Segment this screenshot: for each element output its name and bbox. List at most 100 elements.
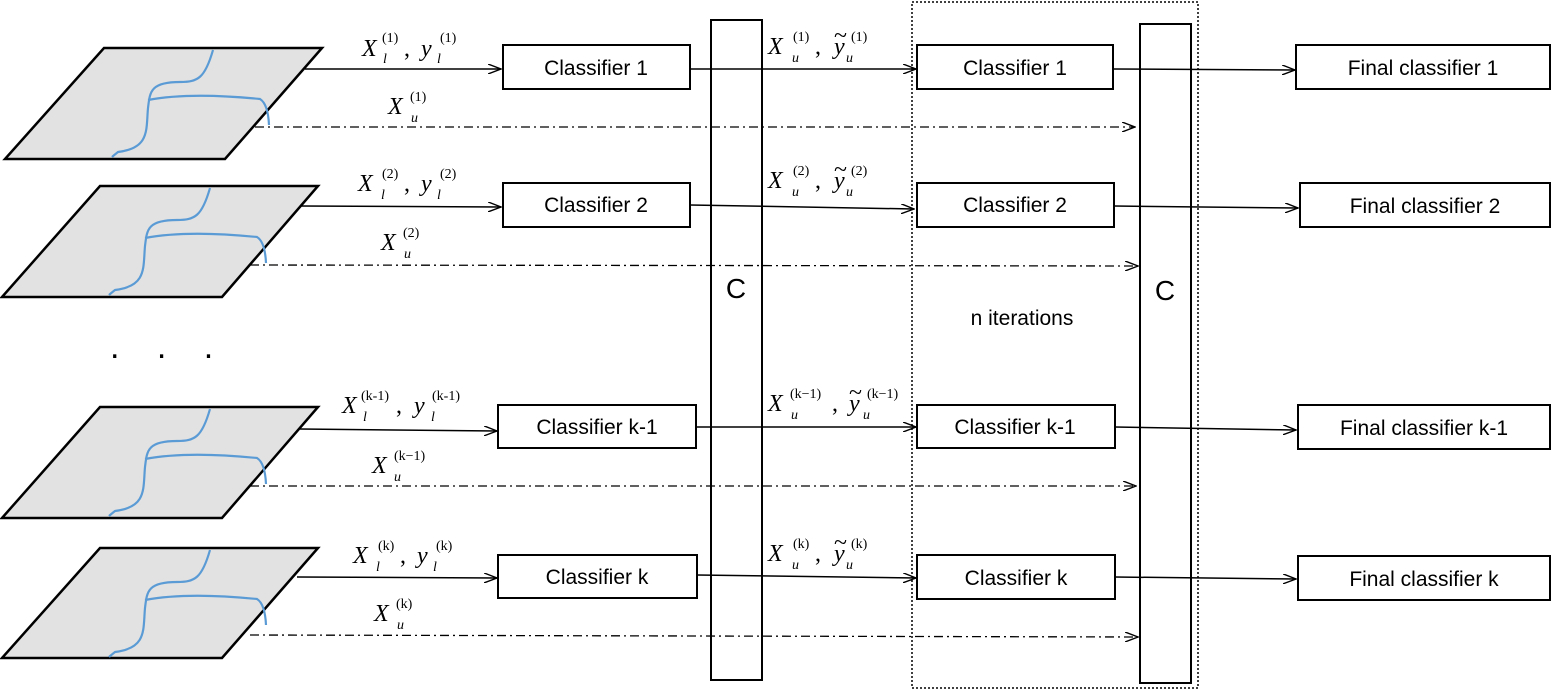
svg-text:(k): (k) <box>793 537 810 552</box>
svg-text:(2): (2) <box>851 164 868 179</box>
svg-text:(1): (1) <box>440 31 457 46</box>
arrow-unlabeled-k <box>249 635 1138 637</box>
svg-text:l: l <box>433 560 437 575</box>
svg-text:(2): (2) <box>403 226 420 241</box>
arrow-pseudo-2 <box>689 205 914 209</box>
label-labeled-data-2: X (2) l , y (2) l <box>357 167 457 203</box>
svg-text:y: y <box>412 393 425 419</box>
arrow-labeled-k <box>296 577 497 578</box>
svg-text:~: ~ <box>834 530 847 556</box>
svg-text:u: u <box>791 408 798 423</box>
final-classifier-1-label: Final classifier 1 <box>1348 57 1499 80</box>
svg-text:,: , <box>832 391 838 417</box>
svg-text:y: y <box>832 168 845 194</box>
arrow-final-2 <box>1113 206 1298 208</box>
svg-text:(1): (1) <box>410 90 427 105</box>
svg-text:X: X <box>767 391 784 417</box>
classifier-k: Classifier k <box>497 554 698 599</box>
svg-text:X: X <box>380 230 397 256</box>
svg-text:u: u <box>792 51 799 66</box>
data-plane-1 <box>2 46 325 161</box>
arrow-unlabeled-2 <box>249 265 1138 266</box>
svg-text:(k): (k) <box>436 539 453 554</box>
svg-text:(1): (1) <box>851 30 868 45</box>
mid-classifier-k: Classifier k <box>916 554 1116 600</box>
svg-text:l: l <box>363 410 367 425</box>
svg-text:(k): (k) <box>396 597 413 612</box>
svg-text:u: u <box>404 247 411 262</box>
svg-text:~: ~ <box>834 23 847 49</box>
svg-text:(1): (1) <box>793 30 810 45</box>
svg-text:(k−1): (k−1) <box>790 387 822 402</box>
svg-text:(2): (2) <box>382 167 399 182</box>
label-labeled-data-k-1: X (k-1) l , y (k-1) l <box>341 389 460 425</box>
data-plane-k <box>0 546 321 660</box>
final-classifier-k-1-label: Final classifier k-1 <box>1340 417 1508 440</box>
mid-classifier-k-1: Classifier k-1 <box>916 404 1116 449</box>
combiner-2-label: C <box>1155 275 1175 306</box>
iteration-region <box>911 1 1199 689</box>
svg-text:X: X <box>767 168 784 194</box>
svg-text:X: X <box>373 601 390 627</box>
svg-text:X: X <box>352 543 369 569</box>
svg-text:~: ~ <box>849 380 862 406</box>
svg-text:u: u <box>863 408 870 423</box>
final-classifier-k-1: Final classifier k-1 <box>1297 404 1551 450</box>
svg-text:X: X <box>767 34 784 60</box>
mid-classifier-1-label: Classifier 1 <box>963 57 1067 80</box>
svg-text:(2): (2) <box>440 167 457 182</box>
svg-text:,: , <box>400 543 406 569</box>
svg-text:,: , <box>815 34 821 60</box>
svg-text:,: , <box>404 171 410 197</box>
svg-text:X: X <box>357 171 374 197</box>
final-classifier-k: Final classifier k <box>1297 555 1551 601</box>
svg-text:u: u <box>411 111 418 126</box>
svg-text:~: ~ <box>834 157 847 183</box>
svg-text:X: X <box>371 453 388 479</box>
svg-text:l: l <box>376 560 380 575</box>
svg-text:l: l <box>437 188 441 203</box>
svg-text:X: X <box>341 393 358 419</box>
svg-text:(k−1): (k−1) <box>867 387 899 402</box>
arrow-pseudo-k <box>696 575 916 578</box>
svg-text:(k−1): (k−1) <box>394 449 426 464</box>
svg-text:l: l <box>383 52 387 67</box>
svg-text:X: X <box>767 541 784 567</box>
label-pseudo-data-2: X (2) u , ~ y (2) u <box>767 157 868 200</box>
svg-text:y: y <box>832 541 845 567</box>
svg-text:(2): (2) <box>793 164 810 179</box>
mid-classifier-2-label: Classifier 2 <box>963 194 1067 217</box>
svg-text:y: y <box>847 391 860 417</box>
mid-classifier-k-1-label: Classifier k-1 <box>954 416 1075 439</box>
label-unlabeled-data-1: X (1) u <box>387 90 427 126</box>
classifier-2: Classifier 2 <box>502 182 691 228</box>
final-classifier-k-label: Final classifier k <box>1349 568 1499 591</box>
label-pseudo-data-k: X (k) u , ~ y (k) u <box>767 530 868 573</box>
label-unlabeled-data-k-1: X (k−1) u <box>371 449 426 485</box>
svg-text:u: u <box>397 618 404 633</box>
svg-text:u: u <box>792 185 799 200</box>
label-pseudo-data-1: X (1) u , ~ y (1) u <box>767 23 868 66</box>
final-classifier-2-label: Final classifier 2 <box>1350 195 1501 218</box>
final-classifier-1: Final classifier 1 <box>1295 44 1551 90</box>
svg-text:(1): (1) <box>382 31 399 46</box>
classifier-1: Classifier 1 <box>502 44 691 90</box>
arrow-labeled-k-1 <box>299 429 497 431</box>
iterations-label: n iterations <box>971 307 1074 330</box>
data-plane-2 <box>0 184 321 299</box>
svg-text:X: X <box>387 94 404 120</box>
classifier-k-1-label: Classifier k-1 <box>536 416 657 439</box>
svg-text:(k): (k) <box>378 539 395 554</box>
arrow-labeled-2 <box>299 206 501 207</box>
mid-classifier-k-label: Classifier k <box>965 567 1068 590</box>
svg-text:y: y <box>832 34 845 60</box>
svg-text:y: y <box>419 36 432 62</box>
arrow-final-k <box>1114 577 1296 579</box>
svg-text:l: l <box>437 52 441 67</box>
final-classifier-2: Final classifier 2 <box>1299 182 1551 228</box>
label-labeled-data-1: X (1) l , y (1) l <box>361 31 457 67</box>
mid-classifier-1: Classifier 1 <box>916 44 1114 90</box>
arrow-final-1 <box>1112 69 1295 70</box>
svg-text:l: l <box>431 410 435 425</box>
